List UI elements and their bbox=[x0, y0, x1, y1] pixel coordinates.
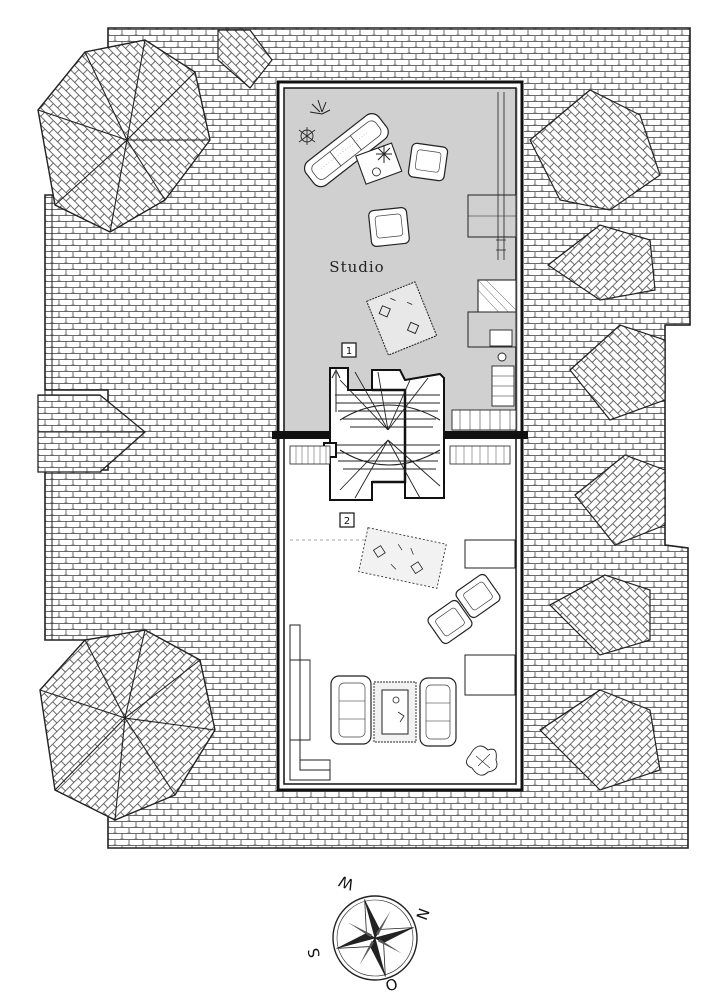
dormer-top bbox=[217, 29, 273, 89]
armchair-icon bbox=[368, 207, 410, 247]
turret-lower-left bbox=[39, 629, 216, 821]
rug-icon bbox=[366, 281, 438, 356]
plant-icon bbox=[466, 745, 498, 776]
compass-label-south: S bbox=[304, 947, 323, 960]
plant-icon bbox=[309, 99, 331, 115]
svg-text:2: 2 bbox=[344, 516, 350, 527]
armchair-icon bbox=[455, 573, 501, 619]
sofa-icon bbox=[419, 677, 457, 747]
room-label-studio: Studio bbox=[329, 258, 384, 276]
plant-icon bbox=[298, 127, 316, 145]
coffee-table bbox=[373, 681, 417, 743]
armchair-icon bbox=[407, 142, 449, 182]
lower-room-furniture bbox=[289, 445, 516, 781]
dormers-right bbox=[529, 89, 666, 791]
compass-label-west: W bbox=[336, 872, 356, 894]
plant-icon bbox=[376, 145, 392, 163]
compass-label-east: O bbox=[384, 975, 400, 995]
turret-upper-left bbox=[37, 39, 211, 233]
compass-label-north: N bbox=[413, 906, 434, 923]
svg-text:1: 1 bbox=[346, 346, 352, 357]
compass-rose-icon bbox=[332, 895, 418, 981]
sofa-icon bbox=[330, 675, 372, 745]
sofa-icon bbox=[303, 113, 389, 188]
armchair-icon bbox=[427, 599, 473, 645]
rug-icon bbox=[358, 527, 447, 589]
stair-marker-2: 2 bbox=[339, 512, 355, 528]
interior: 1 2 bbox=[272, 80, 528, 792]
stair-marker-1: 1 bbox=[341, 342, 357, 358]
outer-wall bbox=[276, 80, 524, 792]
staircase bbox=[323, 367, 445, 501]
studio-furniture bbox=[298, 92, 517, 431]
coffee-table bbox=[355, 142, 403, 185]
dormer-left-middle bbox=[37, 394, 147, 473]
